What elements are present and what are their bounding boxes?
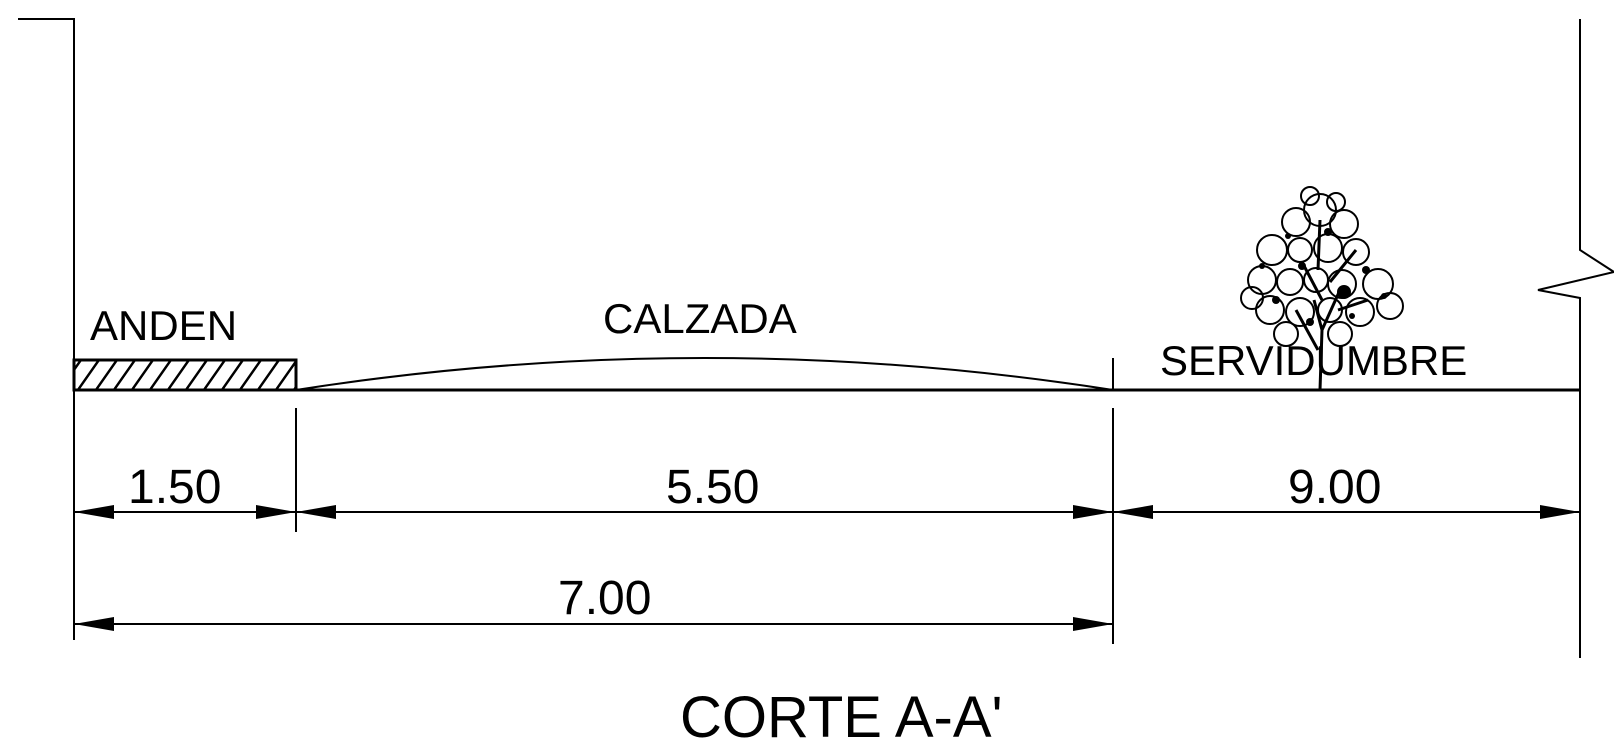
label-anden: ANDEN [90, 302, 237, 349]
left-boundary-line [18, 18, 75, 640]
dimension-servidumbre: 9.00 [1288, 461, 1381, 514]
dimension-arrowheads [74, 505, 1580, 631]
section-title: CORTE A-A' [680, 685, 1003, 747]
extension-lines [295, 408, 1114, 644]
right-boundary-line [1537, 19, 1614, 658]
roadway-crown-curve [295, 357, 1114, 391]
sidewalk-hatched-block [72, 358, 298, 392]
tree-icon [1240, 186, 1404, 391]
label-servidumbre: SERVIDUMBRE [1160, 337, 1467, 384]
dimension-anden: 1.50 [128, 461, 221, 514]
dimension-total: 7.00 [558, 572, 651, 625]
label-calzada: CALZADA [603, 295, 797, 342]
dimension-calzada: 5.50 [666, 461, 759, 514]
